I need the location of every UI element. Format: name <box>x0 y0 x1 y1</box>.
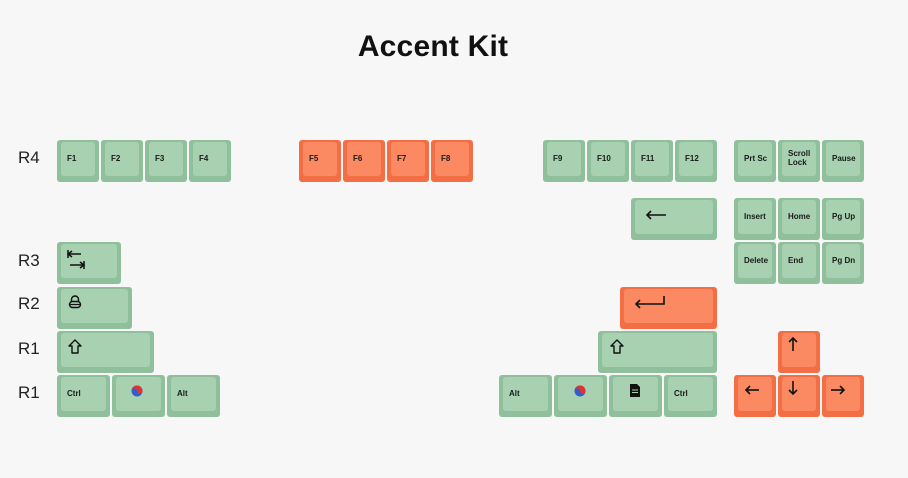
key-f10[interactable]: F10 <box>587 140 629 182</box>
taegeuk-icon <box>131 385 143 397</box>
row-label-r4: R4 <box>18 148 40 167</box>
page-title: Accent Kit <box>357 30 509 63</box>
row-label-r3: R3 <box>18 251 40 270</box>
shift-arrow-icon <box>68 339 82 354</box>
key-arrow-down[interactable] <box>778 375 820 417</box>
key-right-shift[interactable] <box>598 331 717 373</box>
lock-icon <box>68 295 82 309</box>
key-f1[interactable]: F1 <box>57 140 99 182</box>
shift-arrow-icon <box>610 339 624 354</box>
key-arrow-left[interactable] <box>734 375 776 417</box>
arrow-down-icon <box>788 380 798 396</box>
key-right-alt[interactable]: Alt <box>499 375 552 417</box>
key-tab[interactable] <box>57 242 121 284</box>
key-right-ctrl[interactable]: Ctrl <box>664 375 717 417</box>
key-arrow-up[interactable] <box>778 331 820 373</box>
tab-arrows-icon <box>67 248 87 270</box>
key-f9[interactable]: F9 <box>543 140 585 182</box>
key-menu[interactable] <box>609 375 662 417</box>
key-f8[interactable]: F8 <box>431 140 473 182</box>
key-home[interactable]: Home <box>778 198 820 240</box>
key-f2[interactable]: F2 <box>101 140 143 182</box>
key-arrow-right[interactable] <box>822 375 864 417</box>
key-f7[interactable]: F7 <box>387 140 429 182</box>
key-caps-lock[interactable] <box>57 287 132 329</box>
row-label-r2: R2 <box>18 294 40 313</box>
key-left-win[interactable] <box>112 375 165 417</box>
arrow-left-icon <box>645 210 667 220</box>
key-insert[interactable]: Insert <box>734 198 776 240</box>
arrow-up-icon <box>788 336 798 352</box>
key-f5[interactable]: F5 <box>299 140 341 182</box>
key-left-ctrl[interactable]: Ctrl <box>57 375 110 417</box>
arrow-left-icon <box>744 385 760 395</box>
document-icon <box>630 384 640 397</box>
key-print-screen[interactable]: Prt Sc <box>734 140 776 182</box>
key-end[interactable]: End <box>778 242 820 284</box>
row-label-r1-shift: R1 <box>18 339 40 358</box>
key-delete[interactable]: Delete <box>734 242 776 284</box>
key-left-shift[interactable] <box>57 331 154 373</box>
key-f6[interactable]: F6 <box>343 140 385 182</box>
key-page-down[interactable]: Pg Dn <box>822 242 864 284</box>
taegeuk-icon <box>574 385 586 397</box>
key-backspace[interactable] <box>631 198 717 240</box>
key-f12[interactable]: F12 <box>675 140 717 182</box>
key-f11[interactable]: F11 <box>631 140 673 182</box>
key-pause[interactable]: Pause <box>822 140 864 182</box>
key-scroll-lock[interactable]: Scroll Lock <box>778 140 820 182</box>
key-page-up[interactable]: Pg Up <box>822 198 864 240</box>
key-f3[interactable]: F3 <box>145 140 187 182</box>
key-f4[interactable]: F4 <box>189 140 231 182</box>
key-right-win[interactable] <box>554 375 607 417</box>
row-label-r1-bottom: R1 <box>18 383 40 402</box>
arrow-right-icon <box>830 385 846 395</box>
enter-arrow-icon <box>634 295 666 309</box>
key-left-alt[interactable]: Alt <box>167 375 220 417</box>
key-enter[interactable] <box>620 287 717 329</box>
